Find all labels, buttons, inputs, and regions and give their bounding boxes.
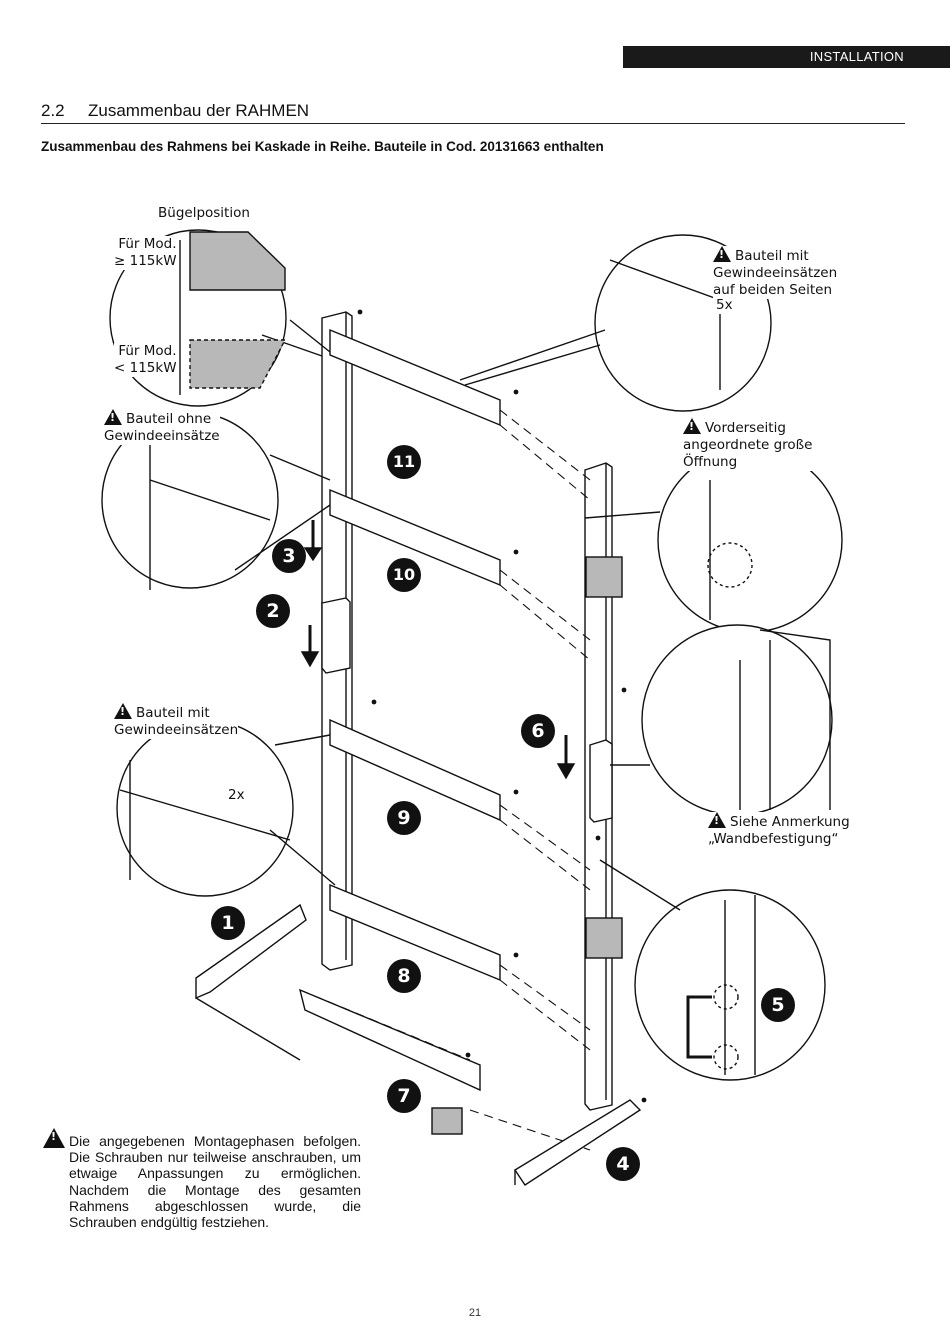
threaded-both-line2: Gewindeeinsätzen (713, 265, 838, 281)
front-opening-label: Vorderseitig angeordnete große Öffnung (683, 418, 813, 471)
warning-icon (683, 418, 701, 434)
mod-ge-label: Für Mod. ≥ 115kW (114, 236, 177, 270)
mod-ge-line1: Für Mod. (118, 236, 177, 252)
section-tag: INSTALLATION (623, 46, 950, 68)
count-5x-label: 5x (716, 297, 733, 314)
front-opening-line3: Öffnung (683, 454, 738, 470)
threaded-both-line3: auf beiden Seiten (713, 282, 833, 298)
step-2-badge: 2 (256, 594, 290, 628)
page-subtitle: Zusammenbau des Rahmens bei Kaskade in R… (41, 139, 604, 154)
with-inserts-line1: Bauteil mit (136, 705, 210, 721)
mod-lt-label: Für Mod. < 115kW (114, 343, 177, 377)
warning-icon (713, 246, 731, 262)
mod-lt-line1: Für Mod. (118, 343, 177, 359)
step-11-badge: 11 (387, 445, 421, 479)
threaded-both-sides-label: Bauteil mit Gewindeeinsätzen auf beiden … (713, 246, 838, 299)
mod-lt-line2: < 115kW (114, 360, 177, 376)
section-divider (41, 123, 905, 124)
page-number: 21 (468, 1307, 482, 1319)
step-9-badge: 9 (387, 801, 421, 835)
step-7-badge: 7 (387, 1079, 421, 1113)
step-5-badge: 5 (761, 988, 795, 1022)
warning-icon (114, 703, 132, 719)
section-title: Zusammenbau der RAHMEN (88, 101, 310, 120)
see-note-line1: Siehe Anmerkung (730, 814, 850, 830)
bracket-position-label: Bügelposition (158, 205, 250, 222)
no-inserts-line1: Bauteil ohne (126, 411, 212, 427)
count-2x-label: 2x (228, 787, 245, 804)
mod-ge-line2: ≥ 115kW (114, 253, 177, 269)
no-inserts-label: Bauteil ohne Gewindeeinsätze (104, 409, 220, 445)
warning-icon (43, 1128, 65, 1148)
front-opening-line1: Vorderseitig (705, 420, 786, 436)
threaded-both-line1: Bauteil mit (735, 248, 809, 264)
step-3-badge: 3 (272, 539, 306, 573)
warning-icon (708, 812, 726, 828)
step-4-badge: 4 (606, 1147, 640, 1181)
section-number: 2.2 (41, 101, 65, 120)
see-note-label: Siehe Anmerkung „Wandbefestigung“ (708, 812, 850, 848)
step-6-badge: 6 (521, 714, 555, 748)
front-opening-line2: angeordnete große (683, 437, 813, 453)
no-inserts-line2: Gewindeeinsätze (104, 428, 220, 444)
see-note-line2: „Wandbefestigung“ (708, 831, 839, 847)
step-1-badge: 1 (211, 906, 245, 940)
assembly-note: Die angegebenen Montagephasen befolgen. … (69, 1133, 361, 1231)
with-inserts-label: Bauteil mit Gewindeeinsätzen (114, 703, 239, 739)
step-10-badge: 10 (387, 558, 421, 592)
step-8-badge: 8 (387, 959, 421, 993)
with-inserts-line2: Gewindeeinsätzen (114, 722, 239, 738)
warning-icon (104, 409, 122, 425)
